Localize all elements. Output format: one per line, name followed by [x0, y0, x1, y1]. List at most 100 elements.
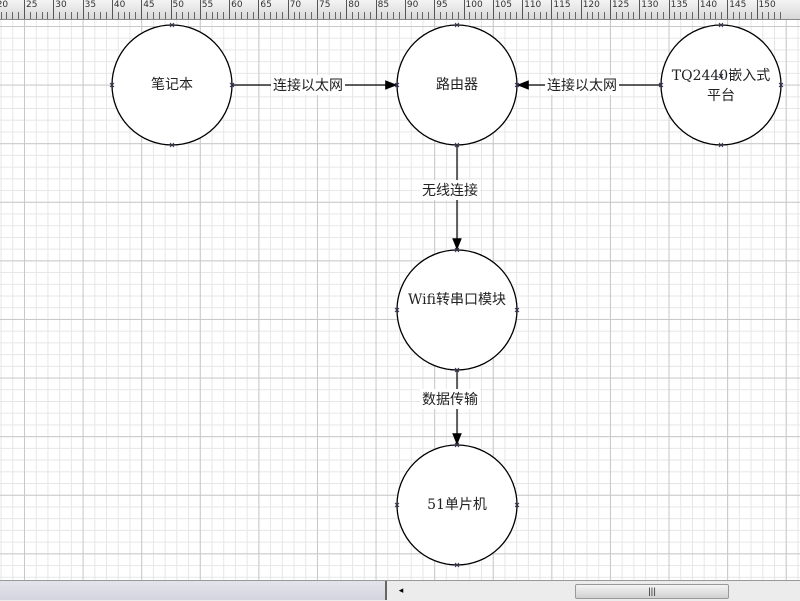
ruler-label: 140 [699, 0, 718, 10]
ruler-minor-tick [106, 12, 108, 19]
ruler-minor-tick [762, 12, 764, 19]
ruler-label: 145 [729, 0, 747, 10]
ruler-minor-tick [486, 12, 488, 19]
ruler-minor-tick [100, 12, 102, 19]
wifi-node-label: Wifi转串口模块 [408, 292, 506, 308]
ruler-label: 45 [143, 0, 155, 10]
ruler-minor-tick [135, 12, 137, 19]
ruler-major-tick [551, 0, 553, 19]
ruler-label: 25 [26, 0, 38, 10]
ruler-label: 130 [641, 0, 659, 10]
ruler-minor-tick [352, 12, 354, 19]
ruler-minor-tick [604, 12, 606, 19]
ruler-major-tick [492, 0, 494, 19]
ruler-minor-tick [568, 12, 570, 19]
ruler-minor-tick [709, 12, 711, 19]
ruler-minor-tick [563, 12, 565, 19]
ruler-minor-tick [738, 12, 740, 19]
wifi-node-shape[interactable] [396, 249, 518, 371]
ruler-minor-tick [428, 12, 430, 19]
ruler-minor-tick [662, 12, 664, 19]
ruler-minor-tick [311, 12, 313, 19]
ruler-minor-tick [598, 12, 600, 19]
ruler-major-tick [199, 0, 201, 19]
connection-point-mark [778, 82, 784, 88]
ruler-minor-tick [211, 12, 213, 19]
edge-label-tq-router: 连接以太网 [545, 75, 619, 95]
connection-points [109, 22, 784, 568]
edge-label-laptop-router: 连接以太网 [271, 75, 345, 95]
ruler-minor-tick [533, 12, 535, 19]
scrollbar-thumb[interactable]: ||| [575, 584, 729, 599]
bottom-bar: ◂ ||| [0, 580, 800, 601]
edge-label-router-wifi: 无线连接 [420, 180, 480, 200]
ruler-major-tick [229, 0, 231, 19]
ruler-minor-tick [281, 12, 283, 19]
ruler-major-tick [24, 0, 25, 19]
ruler-minor-tick [59, 12, 61, 19]
connection-point-mark [394, 82, 400, 88]
ruler-minor-tick [12, 12, 14, 19]
ruler-major-tick [317, 0, 318, 19]
ruler-major-tick [53, 0, 55, 19]
ruler-minor-tick [445, 12, 447, 19]
connection-point-mark [514, 502, 520, 508]
connection-point-mark [394, 502, 400, 508]
ruler-minor-tick [510, 12, 512, 19]
ruler-minor-tick [18, 12, 20, 19]
ruler-minor-tick [416, 12, 418, 19]
ruler-label: 85 [377, 0, 390, 10]
ruler-minor-tick [234, 12, 236, 19]
connection-point-mark [394, 307, 400, 313]
ruler-minor-tick [70, 12, 72, 19]
connection-point-mark [718, 142, 724, 148]
ruler-minor-tick [440, 12, 442, 19]
connection-point-mark [514, 307, 520, 313]
ruler-minor-tick [469, 12, 471, 19]
ruler-label: 20 [0, 0, 9, 10]
ruler-label: 95 [436, 0, 448, 10]
ruler-major-tick [668, 0, 670, 19]
ruler-minor-tick [504, 12, 506, 19]
page-tabs-area[interactable] [0, 581, 387, 600]
ruler-label: 40 [113, 0, 126, 10]
ruler-label: 60 [231, 0, 243, 10]
connection-point-mark [454, 22, 460, 28]
connection-point-mark [454, 142, 460, 148]
ruler-minor-tick [651, 12, 653, 19]
ruler-minor-tick [205, 12, 207, 19]
ruler-minor-tick [674, 12, 676, 19]
ruler-major-tick [82, 0, 84, 19]
ruler-minor-tick [779, 12, 781, 19]
tq2440-node-label: TQ2440嵌入式平台 [671, 68, 771, 104]
ruler-minor-tick [322, 12, 324, 19]
ruler-minor-tick [451, 12, 453, 19]
connection-point-mark [718, 22, 724, 28]
ruler-minor-tick [0, 12, 2, 19]
ruler-minor-tick [481, 12, 483, 19]
ruler-minor-tick [147, 12, 149, 19]
diagram [109, 22, 784, 568]
scroll-left-arrow-icon[interactable]: ◂ [398, 586, 404, 596]
ruler-minor-tick [188, 12, 190, 19]
ruler-minor-tick [498, 12, 500, 19]
ruler-minor-tick [457, 12, 459, 19]
ruler-major-tick [141, 0, 143, 19]
ruler-minor-tick [293, 12, 295, 19]
horizontal-scrollbar[interactable]: ◂ ||| [395, 583, 800, 599]
ruler-minor-tick [363, 12, 365, 19]
ruler-label: 80 [348, 0, 360, 10]
ruler-major-tick [697, 0, 699, 19]
ruler-major-tick [404, 0, 406, 19]
ruler-minor-tick [164, 12, 166, 19]
ruler-minor-tick [152, 12, 154, 19]
ruler-minor-tick [275, 12, 277, 19]
ruler-minor-tick [264, 12, 266, 19]
ruler-minor-tick [750, 12, 752, 19]
ruler-minor-tick [328, 12, 330, 19]
ruler-minor-tick [65, 12, 67, 19]
ruler-label: 90 [406, 0, 419, 10]
ruler-major-tick [170, 0, 172, 19]
ruler-minor-tick [340, 12, 342, 19]
ruler-minor-tick [176, 12, 178, 19]
